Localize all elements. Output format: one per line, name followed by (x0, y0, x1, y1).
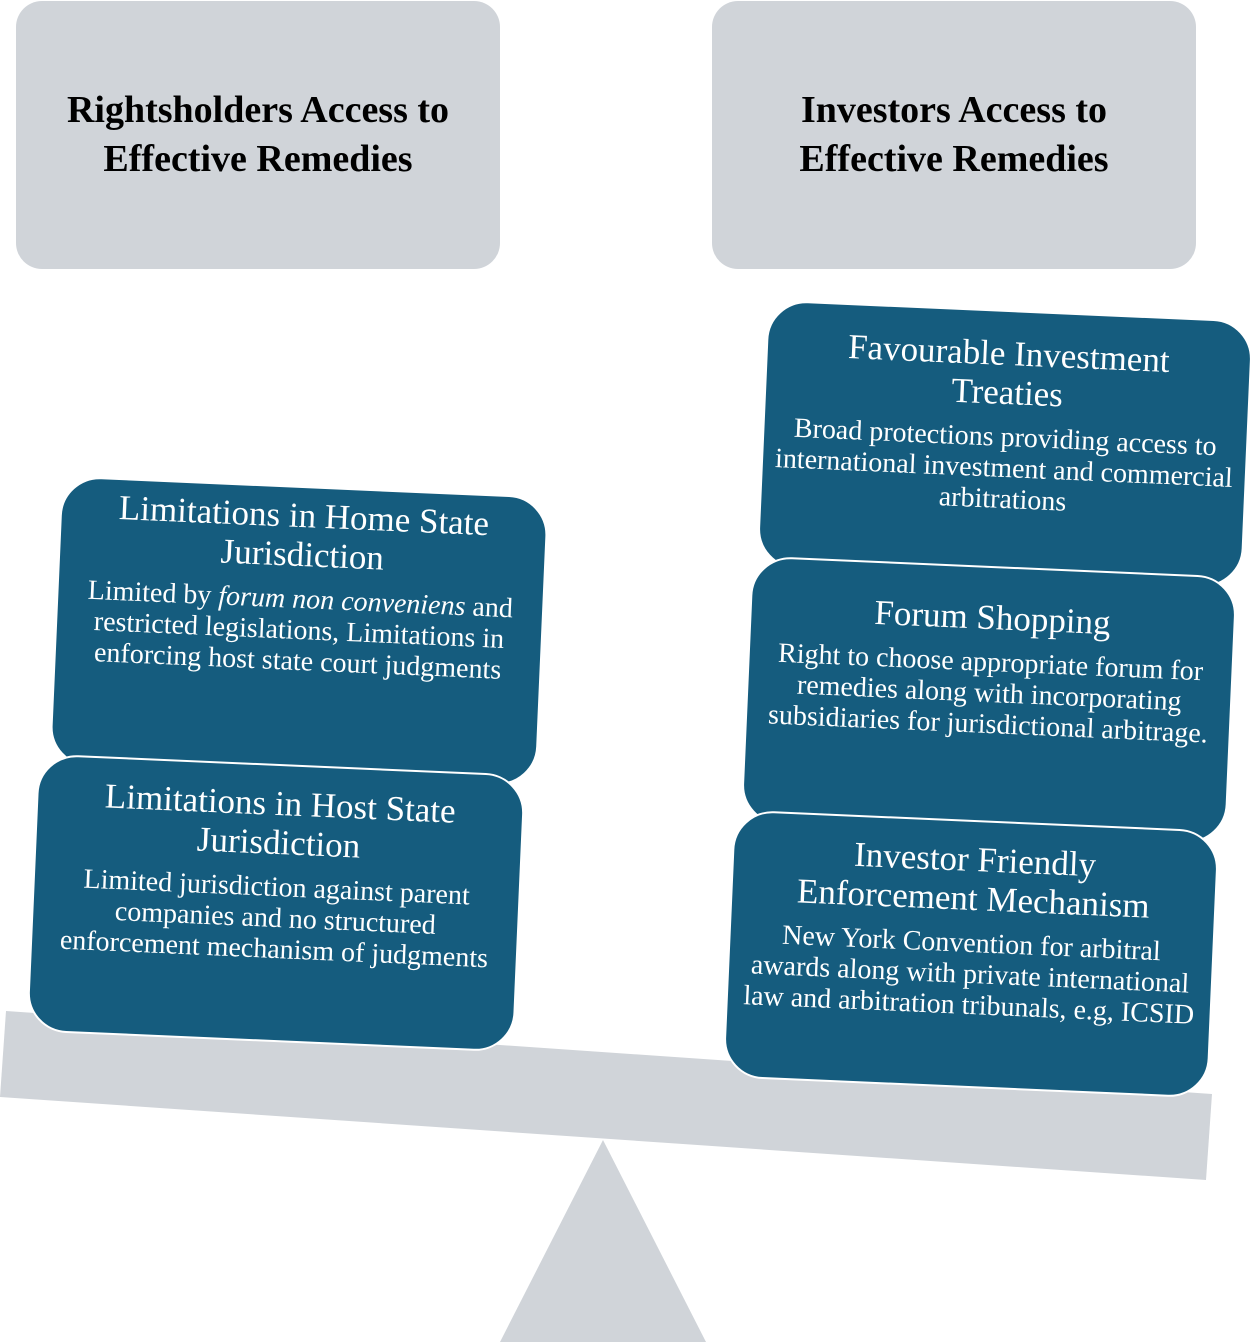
forum-shopping-title: Forum Shopping (873, 592, 1112, 643)
enforcement-mechanism-body: New York Convention for arbitral awards … (742, 919, 1195, 1031)
forum-shopping-card: Forum Shopping Right to choose appropria… (740, 555, 1238, 845)
host-state-title: Limitations in Host State Jurisdiction (104, 776, 457, 866)
investment-treaties-body: Broad protections providing access to in… (774, 412, 1234, 518)
host-state-body: Limited jurisdiction against parent comp… (59, 863, 489, 975)
investors-header-line2: Effective Remedies (799, 138, 1109, 180)
forum-shopping-body: Right to choose appropriate forum for re… (767, 637, 1209, 750)
enforcement-mechanism-card: Investor Friendly Enforcement Mechanism … (722, 809, 1220, 1099)
investment-treaties-title: Favourable Investment Treaties (847, 327, 1171, 415)
rightsholders-header-line1: Rightsholders Access to (66, 89, 450, 131)
rightsholders-header: Rightsholders Access to Effective Remedi… (16, 1, 500, 269)
home-state-body: Limited by forum non conveniens and rest… (65, 574, 533, 687)
investors-header-line1: Investors Access to (800, 89, 1108, 131)
rightsholders-header-line2: Effective Remedies (103, 138, 413, 180)
balance-beam (0, 1011, 1212, 1180)
balance-fulcrum (500, 1140, 706, 1342)
enforcement-mechanism-title: Investor Friendly Enforcement Mechanism (796, 834, 1151, 926)
home-state-card: Limitations in Home State Jurisdiction L… (48, 475, 550, 787)
investors-header: Investors Access to Effective Remedies (712, 1, 1196, 269)
investment-treaties-card: Favourable Investment Treaties Broad pro… (756, 299, 1250, 589)
host-state-card: Limitations in Host State Jurisdiction L… (26, 753, 526, 1053)
home-state-title: Limitations in Home State Jurisdiction (118, 488, 490, 578)
